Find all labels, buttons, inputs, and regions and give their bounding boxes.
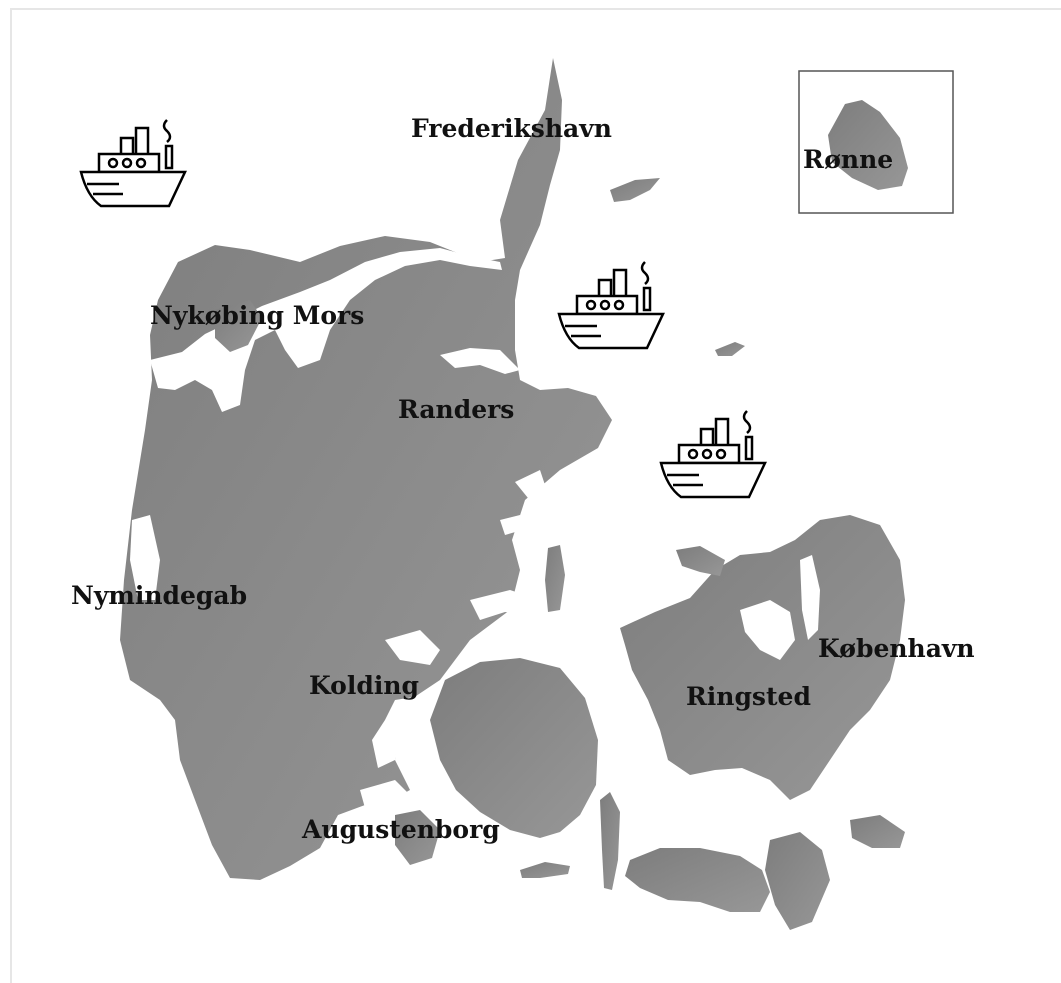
city-label-nykobing-mors: Nykøbing Mors [150, 301, 364, 330]
ship-icon [557, 260, 665, 350]
city-label-augustenborg: Augustenborg [301, 815, 500, 844]
city-label-frederikshavn: Frederikshavn [411, 114, 612, 143]
city-label-randers: Randers [398, 395, 514, 424]
bornholm-island [828, 100, 908, 190]
zealand-landmass [620, 515, 905, 800]
city-label-kolding: Kolding [309, 671, 419, 700]
lolland-island [625, 848, 770, 912]
funen-landmass [430, 658, 598, 838]
ship-icon [79, 118, 187, 208]
map-frame [10, 8, 1061, 983]
city-label-ronne: Rønne [803, 145, 893, 174]
als-island [395, 810, 440, 865]
city-label-kobenhavn: København [818, 634, 975, 663]
city-label-nymindegab: Nymindegab [71, 581, 247, 610]
ship-icon [659, 409, 767, 499]
city-label-ringsted: Ringsted [686, 682, 811, 711]
